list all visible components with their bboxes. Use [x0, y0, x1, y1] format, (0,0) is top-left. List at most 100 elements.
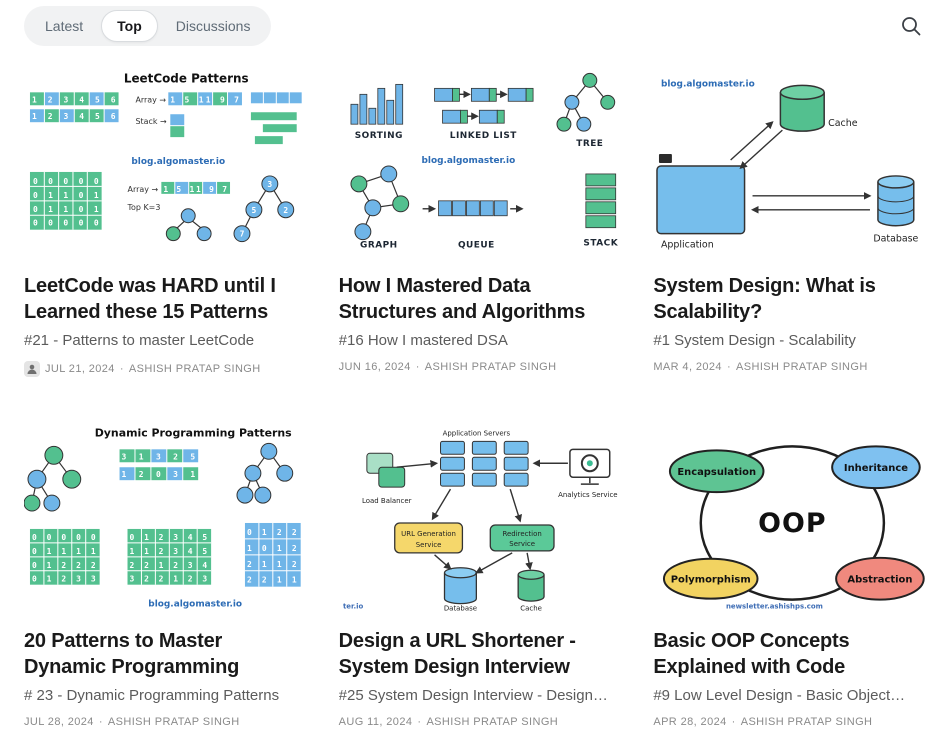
- graph-label: GRAPH: [360, 241, 398, 251]
- top-navigation: Latest Top Discussions: [0, 0, 946, 46]
- post-author: ASHISH PRATAP SINGH: [426, 716, 559, 728]
- stack-cell: [170, 114, 185, 126]
- post-author: ASHISH PRATAP SINGH: [128, 363, 261, 375]
- post-date: AUG 11, 2024: [338, 716, 413, 728]
- cache-to-app-arrow: [739, 129, 784, 170]
- publication-avatar: [24, 361, 40, 377]
- thumb-heading: Dynamic Programming Patterns: [95, 426, 292, 439]
- array-label: Array →: [135, 95, 166, 104]
- svg-text:Inheritance: Inheritance: [844, 463, 908, 474]
- post-author: ASHISH PRATAP SINGH: [424, 361, 557, 373]
- url-generation-box: [393, 522, 463, 554]
- post-thumbnail[interactable]: Dynamic Programming Patterns 3 1 3: [24, 423, 307, 613]
- svg-text:0 1 2 3 4 5: 0 1 2 3 4 5: [129, 533, 207, 542]
- svg-text:1 5 11 9 7: 1 5 11 9 7: [163, 185, 227, 194]
- tab-latest[interactable]: Latest: [29, 10, 99, 42]
- post-thumbnail[interactable]: blog.algomaster.io Cache Application: [653, 68, 936, 258]
- post-card-scalability[interactable]: blog.algomaster.io Cache Application: [653, 68, 936, 377]
- binary-tree: 3 5 2 7: [233, 175, 295, 243]
- analytics-label: Analytics Service: [558, 491, 617, 499]
- tree-label: TREE: [576, 139, 603, 149]
- redirect-to-cache-arrow: [524, 552, 533, 571]
- svg-text:3 2 2 1 2 3: 3 2 2 1 2 3: [129, 575, 207, 584]
- analytics-monitor: [568, 448, 611, 485]
- meta-separator: ·: [119, 363, 124, 375]
- svg-text:1 0 1 2: 1 0 1 2: [247, 544, 297, 553]
- post-date: JUL 21, 2024: [45, 363, 115, 375]
- post-meta: JUL 21, 2024 · ASHISH PRATAP SINGH: [24, 361, 307, 377]
- meta-separator: ·: [726, 361, 732, 373]
- svg-text:Redirection: Redirection: [502, 530, 541, 538]
- interval-bars: [250, 92, 302, 145]
- svg-text:3: 3: [267, 180, 272, 189]
- post-author: ASHISH PRATAP SINGH: [107, 716, 240, 728]
- tab-discussions[interactable]: Discussions: [160, 10, 267, 42]
- post-card-leetcode-patterns[interactable]: LeetCode Patterns 1 2 3 4 5 6 1 2 3 4 5 …: [24, 68, 307, 377]
- post-subtitle: # 23 - Dynamic Programming Patterns: [24, 687, 280, 704]
- post-subtitle: #21 - Patterns to master LeetCode: [24, 332, 255, 349]
- dp-patterns-illustration: Dynamic Programming Patterns 3 1 3: [24, 426, 301, 610]
- post-card-dynamic-programming[interactable]: Dynamic Programming Patterns 3 1 3: [24, 423, 307, 728]
- post-thumbnail[interactable]: SORTING LINKED LIST: [338, 68, 622, 258]
- thumb-watermark: blog.algomaster.io: [661, 79, 755, 89]
- svg-text:1 2 3 4 5 6: 1 2 3 4 5 6: [32, 112, 116, 121]
- dp-table-c: 0 1 2 2 1 0 1 2 2 1 1 2 2 2 1 1: [244, 522, 301, 587]
- database-label: Database: [874, 234, 919, 245]
- post-thumbnail[interactable]: OOP Encapsulation Inheritance Polymorphi…: [653, 423, 936, 613]
- monitor-icon: [659, 154, 673, 163]
- array-cells: 1 5 11 9 7: [168, 92, 242, 106]
- mini-heap-tree: [165, 208, 212, 242]
- svg-text:Abstraction: Abstraction: [848, 575, 913, 586]
- queue-cells: [422, 200, 524, 217]
- cache-cylinder: [517, 569, 545, 602]
- svg-text:0 0 0 0 0: 0 0 0 0 0: [33, 219, 99, 228]
- svg-text:0 1 2 2 2: 0 1 2 2 2: [32, 561, 96, 570]
- post-card-url-shortener[interactable]: Application Servers: [338, 423, 622, 728]
- post-meta: MAR 4, 2024 · ASHISH PRATAP SINGH: [653, 361, 936, 373]
- post-title: Design a URL Shortener - System Design I…: [338, 630, 576, 678]
- svg-text:Service: Service: [415, 541, 441, 549]
- thumb-watermark: blog.algomaster.io: [148, 600, 242, 610]
- server-towers: [439, 440, 529, 487]
- svg-text:Service: Service: [509, 540, 535, 548]
- meta-separator: ·: [98, 716, 103, 728]
- svg-text:0 0 0 0 0: 0 0 0 0 0: [33, 177, 99, 186]
- scalability-illustration: blog.algomaster.io Cache Application: [656, 79, 919, 251]
- svg-text:0 1 1 0 1: 0 1 1 0 1: [33, 205, 99, 214]
- post-date: JUL 28, 2024: [24, 716, 94, 728]
- dp-table-a: 0 0 0 0 0 0 1 1 1 1 0 1 2 2 2 0 1 2 3 3: [29, 528, 100, 585]
- svg-text:0 1 2 3 3: 0 1 2 3 3: [32, 575, 96, 584]
- svg-text:3 1 3 2 5: 3 1 3 2 5: [122, 452, 196, 461]
- person-icon: [27, 364, 37, 374]
- svg-text:Polymorphism: Polymorphism: [671, 575, 751, 586]
- post-thumbnail[interactable]: LeetCode Patterns 1 2 3 4 5 6 1 2 3 4 5 …: [24, 68, 307, 258]
- cache-label: Cache: [520, 605, 542, 613]
- oop-center-label: OOP: [758, 508, 826, 539]
- post-date: MAR 4, 2024: [653, 361, 722, 373]
- load-balancer-label: Load Balancer: [362, 497, 412, 505]
- tree-nodes: [556, 72, 615, 132]
- post-meta: JUN 16, 2024 · ASHISH PRATAP SINGH: [339, 361, 622, 373]
- post-subtitle: #9 Low Level Design - Basic Object…: [653, 687, 906, 704]
- post-card-oop[interactable]: OOP Encapsulation Inheritance Polymorphi…: [653, 423, 936, 728]
- svg-text:1 1 2 3 4 5: 1 1 2 3 4 5: [129, 547, 207, 556]
- post-meta: AUG 11, 2024 · ASHISH PRATAP SINGH: [339, 716, 622, 728]
- cache-label: Cache: [828, 118, 858, 129]
- thumb-watermark: blog.algomaster.io: [131, 157, 225, 167]
- tab-bar: Latest Top Discussions: [24, 6, 272, 46]
- svg-text:2 2 1 2 3 4: 2 2 1 2 3 4: [129, 561, 207, 570]
- tab-top[interactable]: Top: [101, 10, 158, 42]
- lb-to-servers-arrow: [396, 460, 438, 468]
- search-button[interactable]: [898, 13, 924, 39]
- binary-matrix: 0 0 0 0 0 0 1 1 0 1 0 1 1 0 1 0 0 0 0 0: [29, 171, 102, 230]
- urlgen-to-db-arrow: [433, 554, 452, 570]
- post-title: System Design: What is Scalability?: [653, 275, 876, 323]
- post-thumbnail[interactable]: Application Servers: [338, 423, 622, 613]
- sorting-bars: [350, 83, 403, 125]
- topk-label: Top K=3: [127, 203, 161, 212]
- url-shortener-illustration: Application Servers: [343, 429, 618, 613]
- post-author: ASHISH PRATAP SINGH: [736, 361, 868, 373]
- servers-to-redirect-arrow: [509, 488, 522, 523]
- dp-table-b: 0 1 2 3 4 5 1 1 2 3 4 5 2 2 1 2 3 4 3 2 …: [127, 528, 212, 585]
- post-card-dsa[interactable]: SORTING LINKED LIST: [338, 68, 622, 377]
